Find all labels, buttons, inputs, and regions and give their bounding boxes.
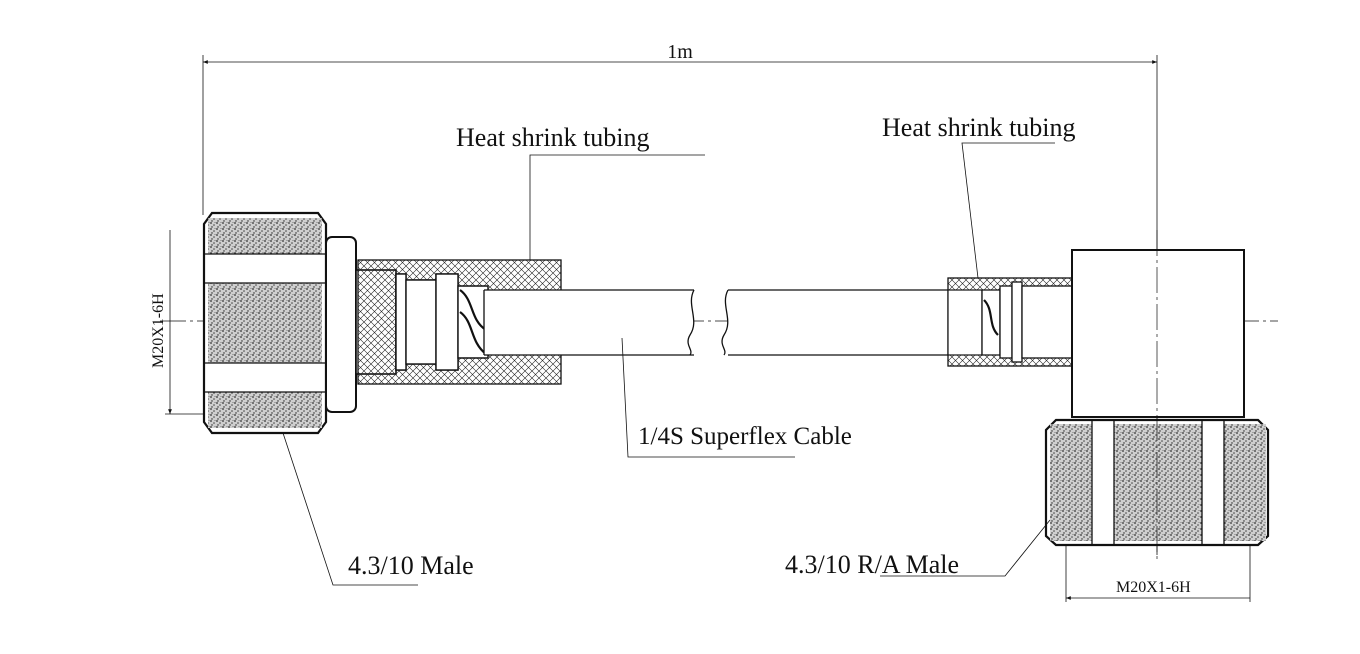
connector-right-label: 4.3/10 R/A Male xyxy=(785,550,959,579)
heat-shrink-left-label: Heat shrink tubing xyxy=(456,123,650,152)
length-label: 1m xyxy=(667,41,693,63)
cable xyxy=(483,289,948,356)
thread-right-dimension: M20X1-6H xyxy=(1065,545,1251,602)
left-nut-knurl-mid xyxy=(208,283,322,363)
thread-left-dimension: M20X1-6H xyxy=(150,230,204,415)
heat-shrink-right-callout: Heat shrink tubing xyxy=(882,113,1076,279)
right-connector xyxy=(947,230,1270,560)
connector-left-callout: 4.3/10 Male xyxy=(282,432,474,586)
cable-label: 1/4S Superflex Cable xyxy=(638,423,852,450)
right-nut-knurl-mid xyxy=(1114,424,1202,541)
left-nut-knurl-top xyxy=(208,218,322,254)
heat-shrink-left-callout: Heat shrink tubing xyxy=(456,123,705,260)
thread-left-label: M20X1-6H xyxy=(150,293,167,368)
cable-callout: 1/4S Superflex Cable xyxy=(621,337,852,458)
left-connector xyxy=(202,211,562,435)
right-nut-knurl-right xyxy=(1224,424,1266,541)
heat-shrink-right-label: Heat shrink tubing xyxy=(882,113,1076,142)
right-nut-knurl-left xyxy=(1050,424,1092,541)
thread-right-label: M20X1-6H xyxy=(1116,579,1191,596)
connector-left-label: 4.3/10 Male xyxy=(348,551,474,580)
left-nut-knurl-bottom xyxy=(208,392,322,428)
connector-right-callout: 4.3/10 R/A Male xyxy=(785,519,1051,579)
